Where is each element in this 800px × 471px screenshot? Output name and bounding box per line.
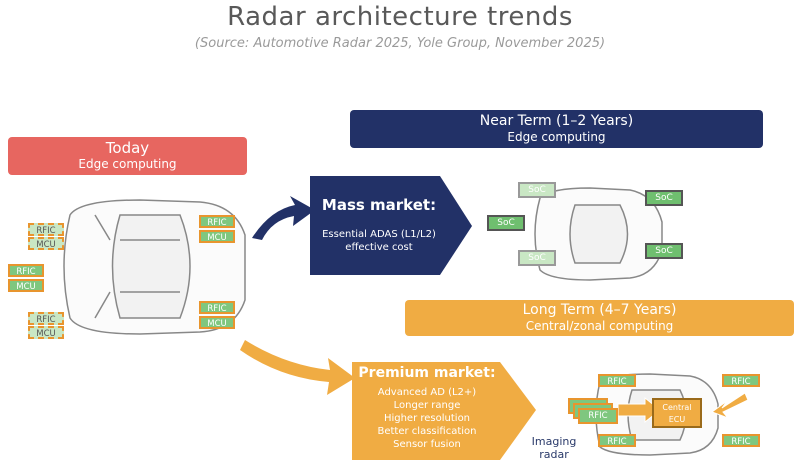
soc-chip: SoC xyxy=(645,190,683,206)
imaging-radar-line2: radar xyxy=(539,448,569,461)
source-subtitle: (Source: Automotive Radar 2025, Yole Gro… xyxy=(194,36,606,51)
mass-market-line2: effective cost xyxy=(345,242,413,253)
rfic-chip: RFIC xyxy=(8,264,44,277)
rfic-chip: RFIC xyxy=(722,374,760,387)
mass-market-shape xyxy=(310,176,472,275)
premium-line-4: Better classification xyxy=(377,426,477,437)
rfic-chip: RFIC xyxy=(598,434,636,447)
rfic-chip: RFIC xyxy=(722,434,760,447)
premium-line-5: Sensor fusion xyxy=(393,439,461,450)
arrow-to-premium-market xyxy=(240,340,355,395)
mcu-chip: MCU xyxy=(199,316,235,329)
premium-line-2: Longer range xyxy=(393,400,461,411)
premium-market-shape xyxy=(352,362,536,460)
premium-line-1: Advanced AD (L2+) xyxy=(377,387,477,398)
mass-market-heading: Mass market: xyxy=(321,196,437,214)
near-term-sub: Edge computing xyxy=(507,130,606,144)
mass-market-line1: Essential ADAS (L1/L2) xyxy=(322,229,436,240)
rfic-chip: RFIC xyxy=(28,312,64,325)
central-ecu-line2: ECU xyxy=(668,415,686,424)
central-ecu: Central ECU xyxy=(652,398,702,428)
rfic-chip: RFIC xyxy=(28,223,64,236)
rfic-chip: RFIC xyxy=(199,215,235,228)
mcu-chip: MCU xyxy=(8,279,44,292)
soc-chip: SoC xyxy=(487,215,525,231)
near-term-band: Near Term (1–2 Years) Edge computing xyxy=(350,110,763,148)
mcu-chip: MCU xyxy=(28,326,64,339)
imaging-radar-label: Imaging radar xyxy=(524,435,584,461)
central-ecu-line1: Central xyxy=(662,403,692,412)
today-band: Today Edge computing xyxy=(8,137,247,175)
soc-chip: SoC xyxy=(645,243,683,259)
near-term-heading: Near Term (1–2 Years) xyxy=(479,113,634,129)
mass-market-text: Mass market: Essential ADAS (L1/L2) effe… xyxy=(312,196,446,254)
mcu-chip: MCU xyxy=(28,237,64,250)
premium-market-text: Premium market: Advanced AD (L2+) Longer… xyxy=(352,365,502,451)
soc-chip: SoC xyxy=(518,182,556,198)
page-title: Radar architecture trends xyxy=(227,2,573,32)
long-term-sub: Central/zonal computing xyxy=(525,319,674,333)
long-term-heading: Long Term (4–7 Years) xyxy=(522,302,677,318)
arrow-to-mass-market xyxy=(252,196,315,240)
mcu-chip: MCU xyxy=(199,230,235,243)
soc-chip: SoC xyxy=(518,250,556,266)
long-term-band: Long Term (4–7 Years) Central/zonal comp… xyxy=(405,300,794,336)
premium-market-heading: Premium market: xyxy=(358,365,496,381)
premium-line-3: Higher resolution xyxy=(383,413,471,424)
today-sub: Edge computing xyxy=(78,157,177,171)
rfic-chip: RFIC xyxy=(199,301,235,314)
rfic-chip: RFIC xyxy=(598,374,636,387)
imaging-radar-rfic: RFIC xyxy=(578,408,618,424)
today-heading: Today xyxy=(105,139,150,157)
imaging-radar-line1: Imaging xyxy=(531,435,577,448)
car-near-term-icon xyxy=(534,187,663,281)
arrows-to-central-ecu xyxy=(617,392,749,424)
